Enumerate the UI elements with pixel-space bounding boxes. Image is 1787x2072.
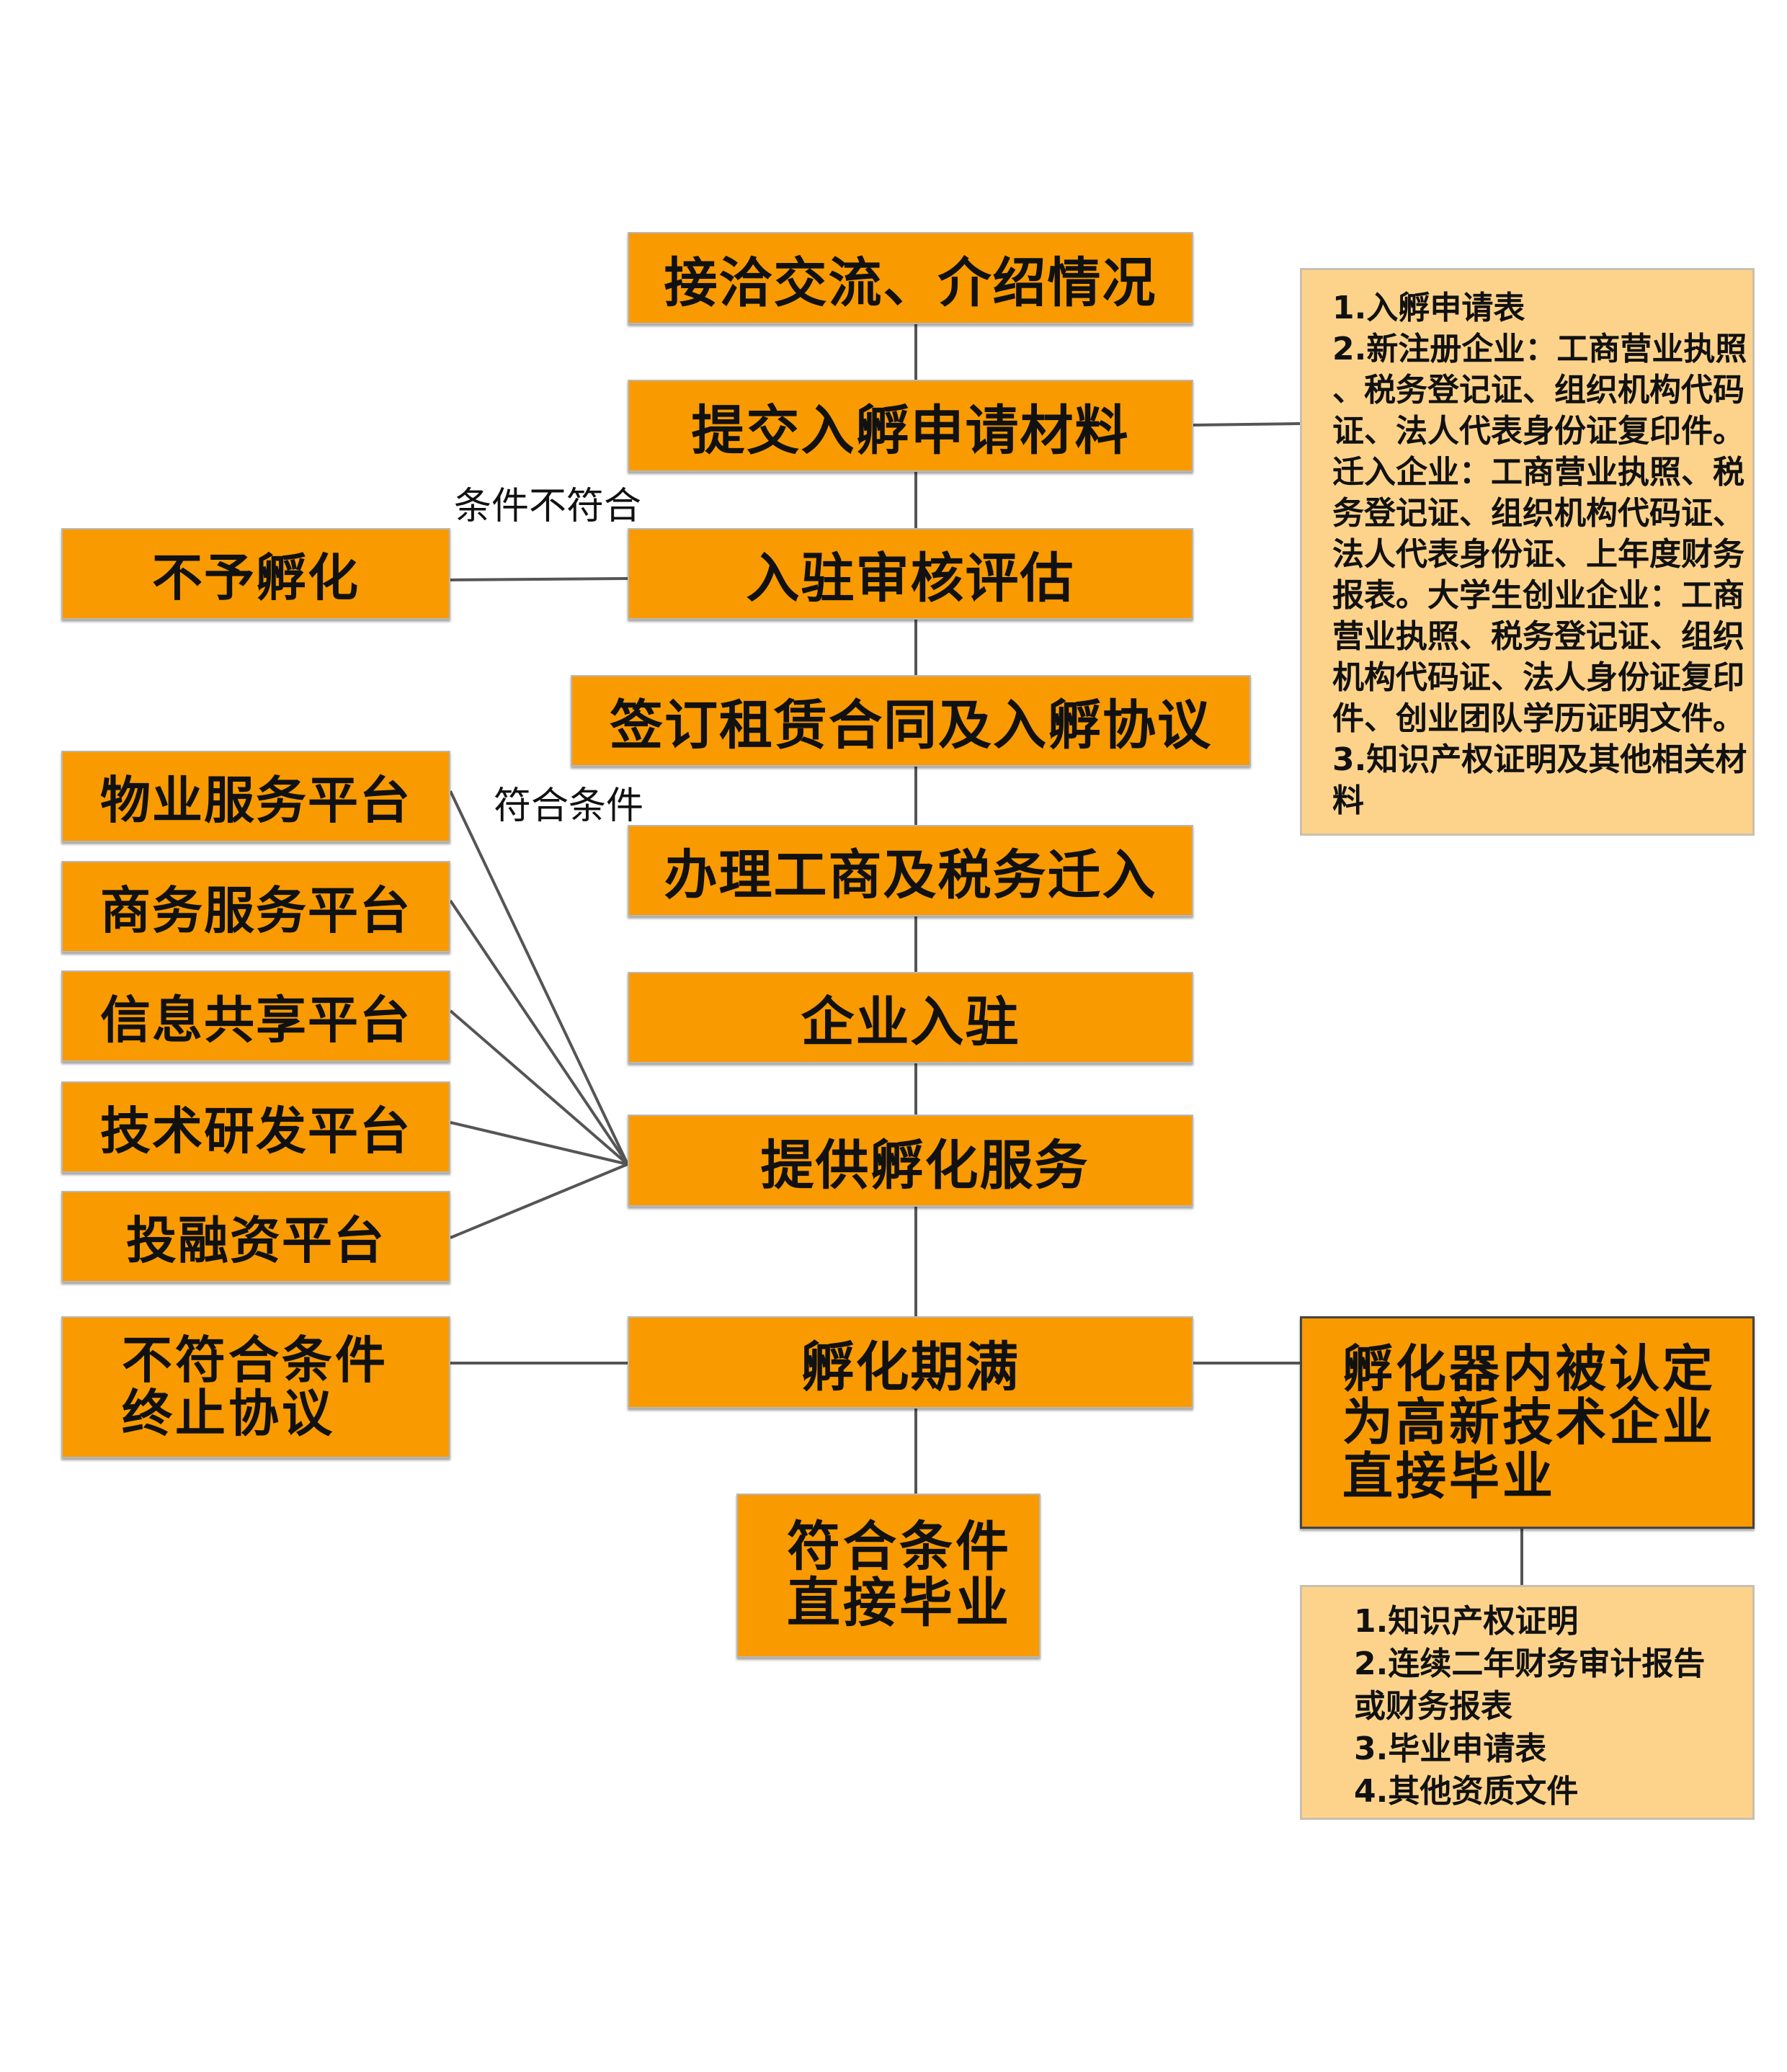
platform-information: 信息共享平台	[61, 970, 450, 1062]
materials-line: 、税务登记证、组织机构代码	[1332, 372, 1744, 408]
graduation-materials-line: 1.知识产权证明	[1354, 1603, 1579, 1640]
step-enterprise-move-in: 企业入驻	[628, 972, 1193, 1063]
connector-platform-3	[449, 1009, 629, 1166]
materials-line: 法人代表身份证、上年度财务	[1332, 536, 1744, 573]
graduation-materials-line: 2.连续二年财务审计报告	[1354, 1645, 1706, 1682]
materials-line: 报表。大学生创业企业：工商	[1332, 577, 1744, 614]
connector-platform-2	[449, 899, 629, 1166]
terminate-line-1: 不符合条件	[122, 1331, 388, 1390]
materials-line: 营业执照、税务登记证、组织	[1332, 618, 1744, 655]
graduate-qualified-line-1: 符合条件	[787, 1516, 1012, 1578]
platform-financing: 投融资平台	[61, 1191, 450, 1282]
terminate-line-2: 终止协议	[122, 1383, 335, 1443]
graduation-materials-line: 或财务报表	[1354, 1688, 1512, 1725]
platform-property: 物业服务平台	[61, 751, 450, 842]
materials-line: 迁入企业：工商营业执照、税	[1332, 454, 1744, 491]
graduate-qualified-line-2: 直接毕业	[787, 1572, 1012, 1634]
step-graduate-qualified: 符合条件 直接毕业	[736, 1493, 1040, 1658]
reject-box: 不予孵化	[61, 528, 450, 620]
graduation-materials-note: 1.知识产权证明 2.连续二年财务审计报告 或财务报表 3.毕业申请表 4.其他…	[1300, 1585, 1755, 1820]
step-sign-agreement: 签订租赁合同及入孵协议	[571, 675, 1251, 767]
condition-not-met-label: 条件不符合	[454, 485, 642, 528]
condition-met-label: 符合条件	[494, 785, 644, 828]
materials-line: 2.新注册企业：工商营业执照	[1332, 331, 1747, 367]
platform-business: 商务服务平台	[61, 861, 450, 952]
application-materials-note: 1.入孵申请表 2.新注册企业：工商营业执照 、税务登记证、组织机构代码 证、法…	[1300, 268, 1755, 836]
terminate-box: 不符合条件 终止协议	[61, 1316, 450, 1458]
connector-platform-5	[450, 1163, 628, 1239]
step-consultation: 接洽交流、介绍情况	[628, 232, 1193, 324]
hightech-graduation-box: 孵化器内被认定 为高新技术企业 直接毕业	[1300, 1316, 1755, 1529]
materials-line: 3.知识产权证明及其他相关材	[1332, 741, 1747, 778]
step-submit-application: 提交入孵申请材料	[628, 380, 1193, 472]
graduation-materials-line: 4.其他资质文件	[1354, 1773, 1579, 1810]
connector-platform-1	[449, 790, 629, 1165]
connector-step2-materials	[1193, 422, 1301, 427]
hightech-line-1: 孵化器内被认定	[1342, 1339, 1716, 1399]
graduation-materials-line: 3.毕业申请表	[1354, 1731, 1547, 1767]
connector-platform-4	[450, 1121, 628, 1166]
step-review-assessment: 入驻审核评估	[628, 528, 1193, 620]
materials-line: 务登记证、组织机构代码证、	[1332, 495, 1744, 532]
materials-line: 料	[1332, 782, 1364, 819]
materials-line: 证、法人代表身份证复印件。	[1332, 413, 1744, 450]
materials-line: 件、创业团队学历证明文件。	[1332, 700, 1744, 737]
materials-line: 1.入孵申请表	[1332, 290, 1525, 326]
connector-reject	[450, 577, 628, 581]
hightech-line-2: 为高新技术企业	[1342, 1393, 1716, 1452]
platform-technology-rd: 技术研发平台	[61, 1081, 450, 1173]
step-incubation-expiry: 孵化期满	[628, 1316, 1193, 1408]
hightech-line-3: 直接毕业	[1342, 1446, 1556, 1506]
step-incubation-services: 提供孵化服务	[628, 1115, 1193, 1207]
materials-line: 机构代码证、法人身份证复印	[1332, 659, 1744, 696]
step-registration-transfer: 办理工商及税务迁入	[628, 825, 1193, 916]
